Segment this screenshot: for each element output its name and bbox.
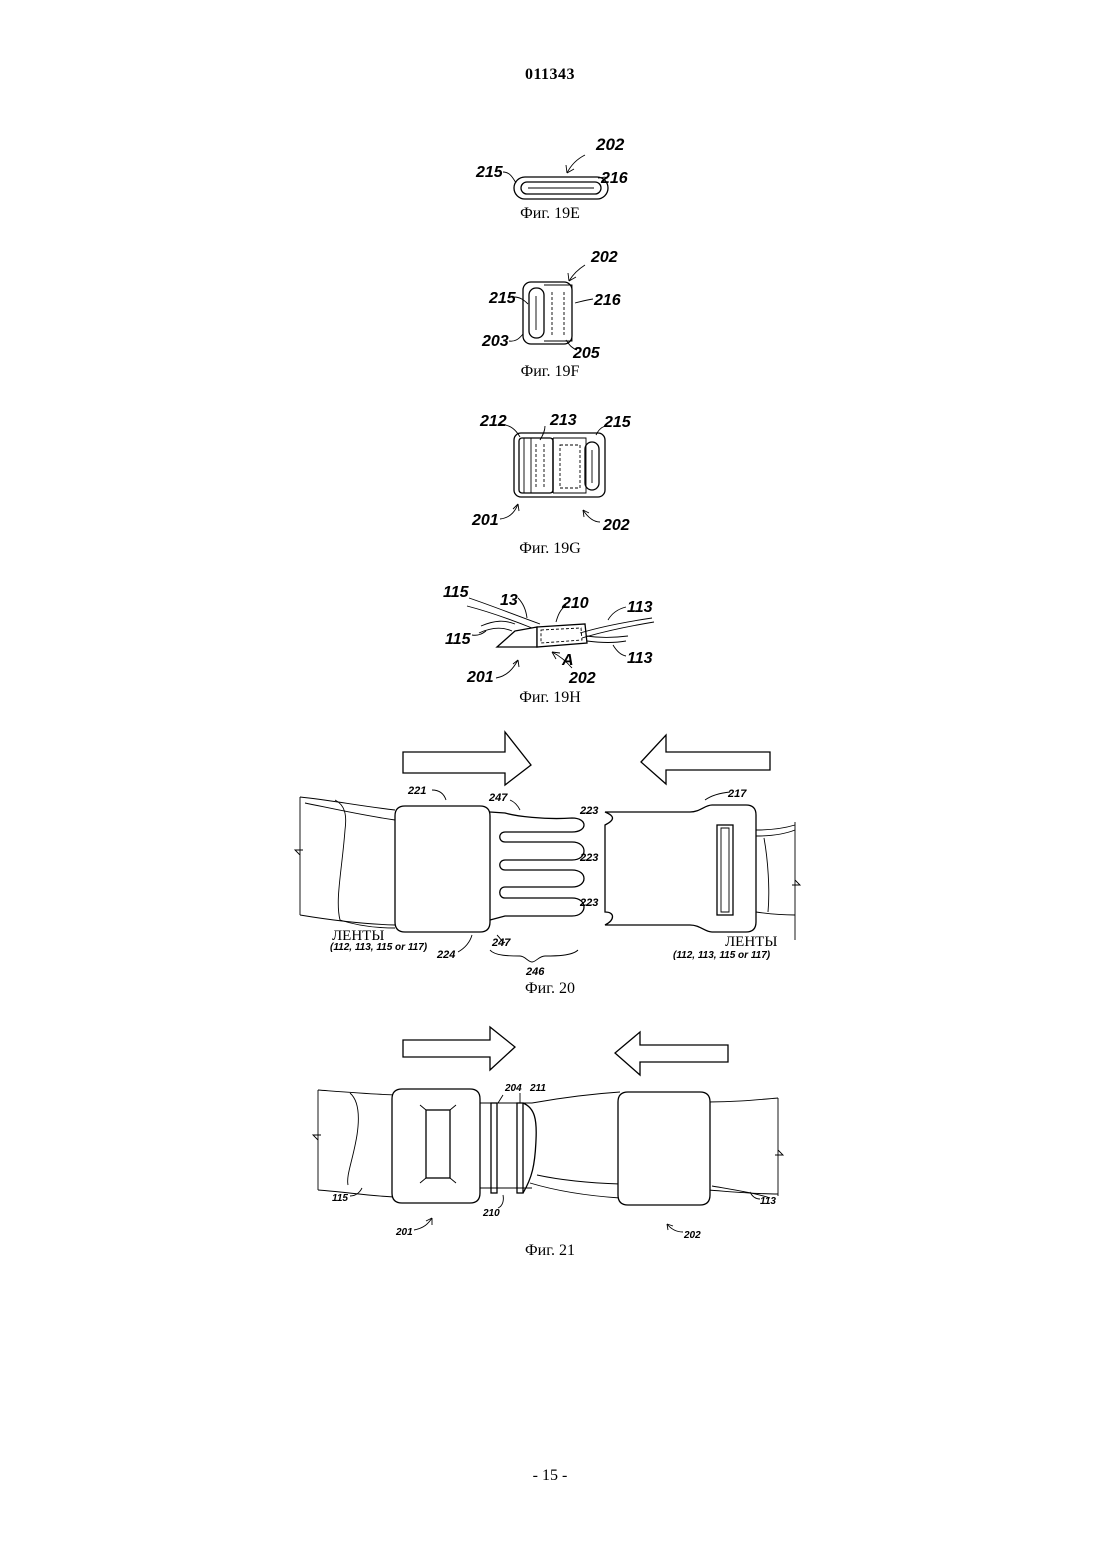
figure-20-arrow-right — [403, 732, 531, 785]
figure-21-label-204: 204 — [504, 1083, 522, 1094]
figure-20-tape-left: ЛЕНТЫ — [332, 928, 384, 944]
figure-21-slide-plates — [480, 1103, 536, 1193]
figure-19e-label-202: 202 — [595, 135, 625, 154]
figure-21-label-211: 211 — [529, 1083, 546, 1094]
document-number: 011343 — [0, 66, 1100, 84]
figure-19g-label-201: 201 — [471, 512, 499, 529]
figure-19h-label-201: 201 — [466, 669, 494, 686]
figure-20-label-223-top: 223 — [579, 805, 598, 817]
figure-19e-shape — [503, 155, 608, 199]
figure-21-male-buckle — [618, 1092, 710, 1205]
figure-21-arrow-left — [615, 1032, 728, 1075]
figure-19h-label-113-top: 113 — [627, 599, 653, 616]
figure-21-label-210: 210 — [482, 1208, 500, 1219]
figure-19h-label-202: 202 — [568, 670, 596, 687]
figure-20-caption: Фиг. 20 — [0, 980, 1100, 998]
figure-20-right-tape — [756, 822, 800, 940]
figure-20-female-buckle — [395, 806, 490, 932]
figure-19h-caption: Фиг. 19H — [0, 689, 1100, 707]
figure-19g-label-212: 212 — [479, 413, 507, 430]
figure-19h-label-115-bottom: 115 — [445, 631, 472, 648]
figure-20-leader-lines — [432, 790, 730, 962]
figure-19g-label-213: 213 — [549, 412, 577, 429]
figure-20-male-prongs — [490, 812, 584, 920]
figure-20-left-tape — [295, 797, 395, 928]
figure-19f-label-202: 202 — [590, 249, 618, 266]
figure-19e-label-216: 216 — [600, 170, 628, 187]
figure-21-leader-lines — [350, 1093, 760, 1232]
figure-19g-label-202: 202 — [602, 517, 630, 534]
figure-19e-label-215: 215 — [475, 164, 504, 181]
figure-19h-label-210: 210 — [561, 595, 589, 612]
figure-19e-caption: Фиг. 19E — [0, 205, 1100, 223]
figure-20-tape-left-refs: (112, 113, 115 or 117) — [330, 942, 428, 953]
figure-21-belt — [313, 1090, 783, 1198]
figure-19h-shape — [467, 598, 654, 678]
figure-20-arrow-left — [641, 735, 770, 784]
figure-20-label-217: 217 — [727, 788, 747, 800]
figure-21-label-115: 115 — [332, 1193, 348, 1204]
figure-19h-label-113-bottom: 113 — [627, 650, 653, 667]
figure-21-female-buckle — [392, 1089, 480, 1203]
figure-21-caption: Фиг. 21 — [0, 1242, 1100, 1260]
figure-20-label-223-bottom: 223 — [579, 897, 598, 909]
figure-20-label-247-bottom: 247 — [491, 937, 511, 949]
figure-20-label-223-mid: 223 — [579, 852, 598, 864]
figure-21-label-113: 113 — [760, 1196, 776, 1207]
figure-19h-label-115-top: 115 — [443, 584, 470, 601]
figure-20-tape-right: ЛЕНТЫ — [725, 934, 777, 950]
figure-19f-label-205: 205 — [572, 345, 601, 362]
figure-19f-shape — [509, 265, 593, 350]
page-footer-number: - 15 - — [0, 1467, 1100, 1485]
figure-19f-label-216: 216 — [593, 292, 621, 309]
figure-20-label-246: 246 — [525, 966, 545, 978]
figure-20-male-buckle — [605, 805, 756, 932]
figure-19f-label-203: 203 — [481, 333, 509, 350]
figure-20-label-224: 224 — [436, 949, 455, 961]
figure-19h-label-13: 13 — [500, 592, 518, 609]
figure-19g-caption: Фиг. 19G — [0, 540, 1100, 558]
figure-19h-label-a: A — [561, 652, 574, 669]
figure-21-arrow-right — [403, 1027, 515, 1070]
figure-20-label-221: 221 — [407, 785, 426, 797]
figure-21-label-201: 201 — [395, 1227, 413, 1238]
figure-21-label-202: 202 — [683, 1230, 701, 1241]
figure-20-label-247-top: 247 — [488, 792, 508, 804]
figure-19g-label-215: 215 — [603, 414, 632, 431]
figure-19g-shape — [500, 424, 605, 522]
figure-19f-label-215: 215 — [488, 290, 517, 307]
figure-19f-caption: Фиг. 19F — [0, 363, 1100, 381]
figure-20-tape-right-refs: (112, 113, 115 or 117) — [673, 950, 771, 961]
